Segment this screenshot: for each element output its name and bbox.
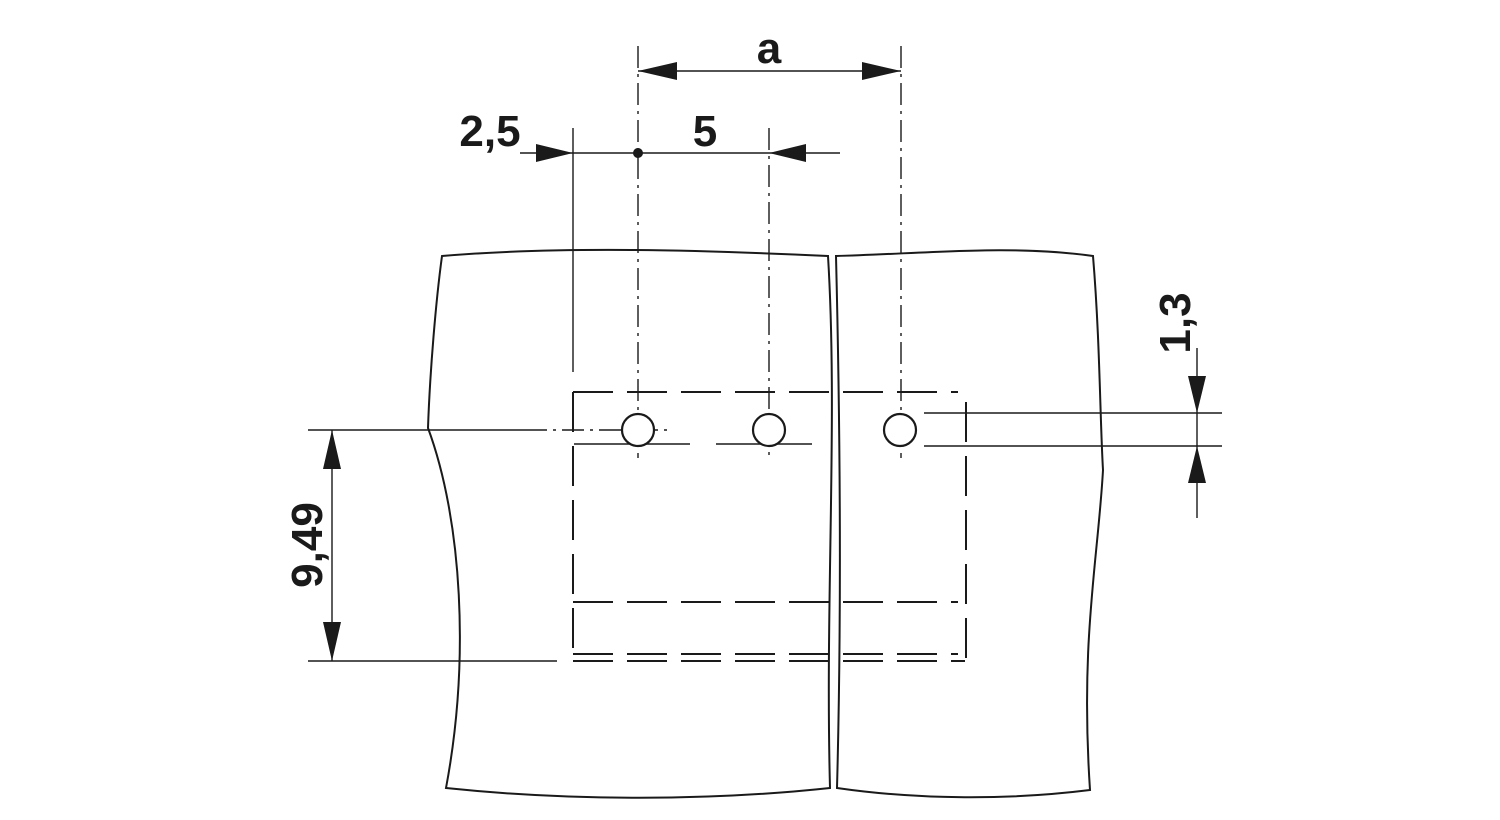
hole-2 xyxy=(751,412,787,448)
dimension-a-label: a xyxy=(757,24,782,73)
dimension-offset-arrow xyxy=(536,144,573,162)
right-board-outline xyxy=(834,249,1105,799)
hole-3 xyxy=(882,412,918,448)
dimension-hole-label: 1,3 xyxy=(1151,292,1200,353)
dimension-hole-arrow-top xyxy=(1188,376,1206,413)
hole-1 xyxy=(620,412,656,448)
dimension-offset-label: 2,5 xyxy=(459,107,520,156)
dimension-row-label: 9,49 xyxy=(283,502,332,588)
dimension-hole-arrow-bottom xyxy=(1188,446,1206,483)
dimension-pitch-arrow xyxy=(769,144,806,162)
dimension-a-arrow-right xyxy=(862,62,901,80)
dimension-row-arrow-top xyxy=(323,430,341,469)
dimension-pitch-label: 5 xyxy=(693,107,717,156)
left-board-outline xyxy=(426,248,833,799)
dimension-row-arrow-bottom xyxy=(323,622,341,661)
dimension-a-arrow-left xyxy=(638,62,677,80)
dimension-origin-dot xyxy=(633,148,643,158)
